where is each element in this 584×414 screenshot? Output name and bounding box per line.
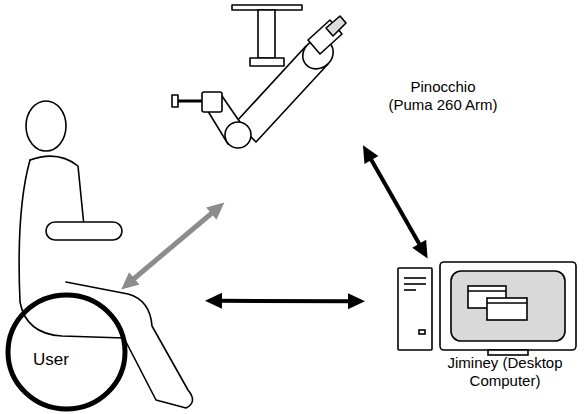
arrow-head bbox=[205, 293, 222, 309]
arrow-head bbox=[206, 203, 224, 220]
arrow-shaft bbox=[133, 212, 213, 280]
arrow-head bbox=[412, 240, 427, 259]
arrow-head bbox=[121, 272, 139, 289]
computer-node: Jiminey (Desktop Computer) bbox=[395, 262, 577, 356]
arrow-shaft bbox=[220, 299, 350, 304]
node-label: Pinocchio (Puma 260 Arm) bbox=[388, 78, 498, 114]
desktop-computer bbox=[398, 262, 576, 355]
robot-arm-node: Pinocchio (Puma 260 Arm) bbox=[190, 0, 360, 200]
double-arrow bbox=[205, 293, 365, 310]
robot-arm bbox=[172, 5, 346, 148]
user-circle: User bbox=[5, 292, 128, 412]
arrow-shaft bbox=[370, 158, 420, 245]
circle-outline bbox=[5, 292, 128, 412]
double-arrow bbox=[363, 145, 428, 258]
double-arrow bbox=[121, 203, 224, 290]
circle-border bbox=[8, 295, 125, 409]
arrow-head bbox=[348, 293, 365, 309]
node-label: User bbox=[33, 350, 53, 370]
node-label: Jiminey (Desktop Computer) bbox=[447, 354, 563, 390]
arrow-head bbox=[363, 145, 378, 164]
